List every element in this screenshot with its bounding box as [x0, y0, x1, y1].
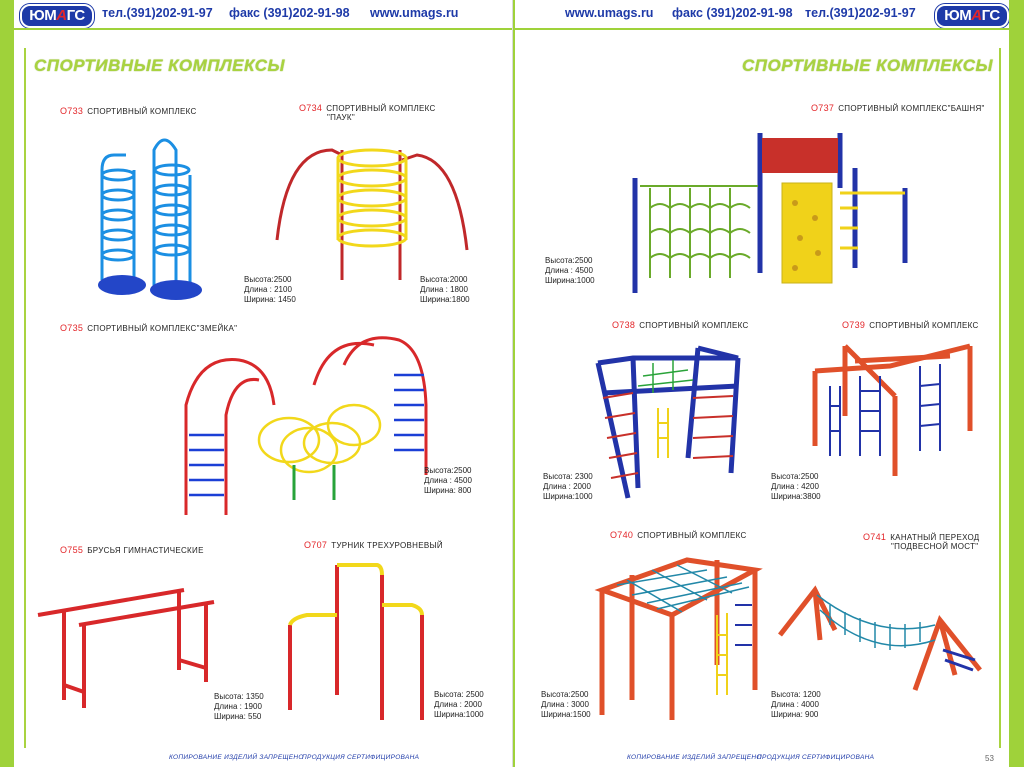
equipment-0739-illustration — [812, 343, 973, 476]
footer-copyright: копирование изделий запрещено — [627, 754, 762, 761]
equipment-0741-illustration — [778, 585, 982, 691]
phone-number: тел.(391)202-91-97 — [805, 6, 916, 20]
footer-certified: продукция сертифицирована — [302, 754, 420, 761]
frame-border — [999, 48, 1001, 748]
equipment-0738-illustration — [595, 345, 741, 499]
footer-copyright: копирование изделий запрещено — [169, 754, 304, 761]
fax-number: факс (391)202-91-98 — [672, 6, 793, 20]
page-number: 53 — [985, 754, 994, 763]
equipment-0737-illustration — [632, 133, 908, 293]
umags-logo: ЮМАГС — [20, 4, 94, 28]
left-page: ЮМАГС тел.(391)202-91-97 факс (391)202-9… — [14, 0, 513, 767]
fax-number: факс (391)202-91-98 — [229, 6, 350, 20]
equipment-0755-illustration — [37, 588, 215, 708]
umags-logo: ЮМАГС — [935, 4, 1009, 28]
section-title: СПОРТИВНЫЕ КОМПЛЕКСЫ — [742, 56, 994, 75]
header-divider — [515, 28, 1009, 30]
phone-number: тел.(391)202-91-97 — [102, 6, 213, 20]
equipment-0735-illustration — [184, 336, 428, 515]
header-divider — [14, 28, 512, 30]
equipment-0707-illustration — [288, 563, 424, 720]
equipment-0734-illustration — [275, 148, 469, 280]
equipment-0733-illustration — [98, 138, 202, 300]
footer-certified: продукция сертифицирована — [757, 754, 875, 761]
frame-border — [24, 48, 26, 748]
equipment-0740-illustration — [594, 557, 763, 720]
section-title: СПОРТИВНЫЕ КОМПЛЕКСЫ — [34, 56, 286, 75]
website-link[interactable]: www.umags.ru — [370, 6, 459, 20]
right-page: www.umags.ru факс (391)202-91-98 тел.(39… — [515, 0, 1009, 767]
website-link[interactable]: www.umags.ru — [565, 6, 654, 20]
